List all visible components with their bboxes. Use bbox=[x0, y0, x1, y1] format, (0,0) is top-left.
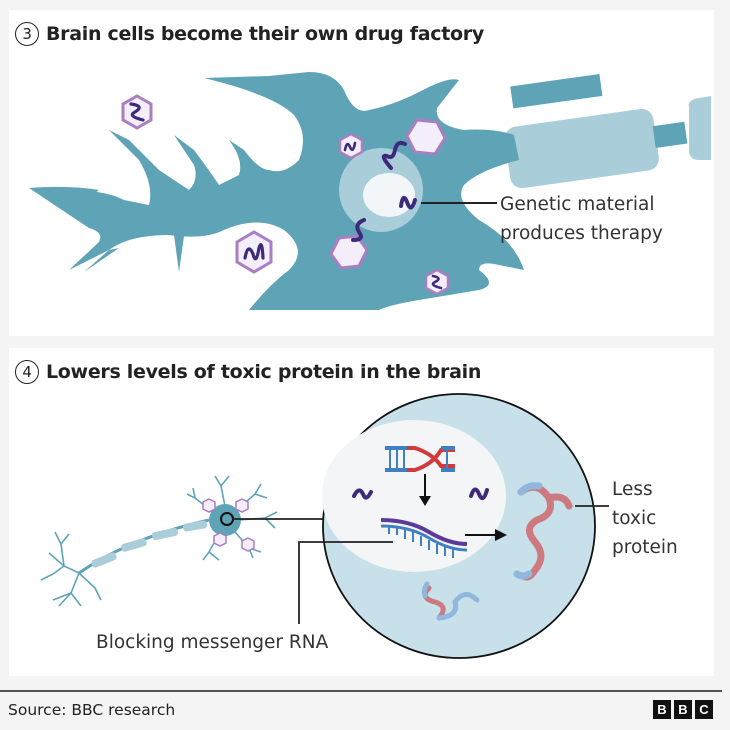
virus-capsule-icon bbox=[424, 268, 450, 296]
step-title: Brain cells become their own drug factor… bbox=[46, 23, 484, 45]
bbc-logo: B B C bbox=[653, 700, 713, 719]
virus-empty-capsule-icon bbox=[329, 118, 447, 270]
annotation-line: toxic bbox=[612, 508, 657, 529]
protein-reduction-illustration bbox=[40, 393, 609, 659]
virus-capsule-icon bbox=[235, 230, 273, 274]
syringe-icon bbox=[504, 74, 711, 189]
bbc-logo-letter: B bbox=[674, 700, 692, 719]
virus-capsule-icon bbox=[121, 94, 153, 130]
step-number-badge: 4 bbox=[15, 360, 39, 384]
annotation-line: Less bbox=[612, 479, 653, 500]
less-toxic-protein-label: Less toxic protein bbox=[612, 475, 678, 562]
dna-helix-icon bbox=[385, 446, 455, 472]
protein-chain-icon bbox=[421, 581, 480, 621]
bbc-logo-letter: C bbox=[695, 700, 713, 719]
neuron-drug-factory-illustration bbox=[29, 72, 711, 310]
annotation-line: produces therapy bbox=[500, 223, 663, 244]
annotation-line: Genetic material bbox=[500, 194, 655, 215]
leader-line bbox=[298, 541, 393, 624]
nucleus-inner bbox=[363, 173, 415, 217]
step-4-heading: 4 Lowers levels of toxic protein in the … bbox=[15, 360, 481, 384]
virus-capsule-icon bbox=[338, 132, 364, 160]
genetic-material-label: Genetic material produces therapy bbox=[500, 190, 663, 248]
footer-divider bbox=[0, 690, 722, 692]
bbc-logo-letter: B bbox=[653, 700, 671, 719]
toxic-protein-chain-icon bbox=[513, 482, 573, 581]
step-3-heading: 3 Brain cells become their own drug fact… bbox=[15, 22, 484, 46]
step-title: Lowers levels of toxic protein in the br… bbox=[46, 361, 482, 383]
step-number-badge: 3 bbox=[15, 22, 39, 46]
step-4-panel: 4 Lowers levels of toxic protein in the … bbox=[9, 348, 714, 676]
arrow-down-icon bbox=[419, 496, 431, 506]
blocking-mrna-label: Blocking messenger RNA bbox=[96, 632, 329, 653]
genetic-material-strand-icon bbox=[352, 487, 489, 501]
neuron-axon-icon bbox=[40, 475, 278, 607]
step-3-panel: 3 Brain cells become their own drug fact… bbox=[9, 10, 714, 336]
genetic-material-strand-icon bbox=[351, 140, 417, 242]
arrow-right-icon bbox=[495, 529, 507, 541]
mrna-blocking-icon bbox=[380, 518, 468, 558]
zoomed-cell-icon bbox=[322, 393, 596, 659]
annotation-line: protein bbox=[612, 537, 678, 558]
neuron-cell-icon bbox=[29, 72, 524, 310]
source-credit: Source: BBC research bbox=[8, 701, 176, 719]
